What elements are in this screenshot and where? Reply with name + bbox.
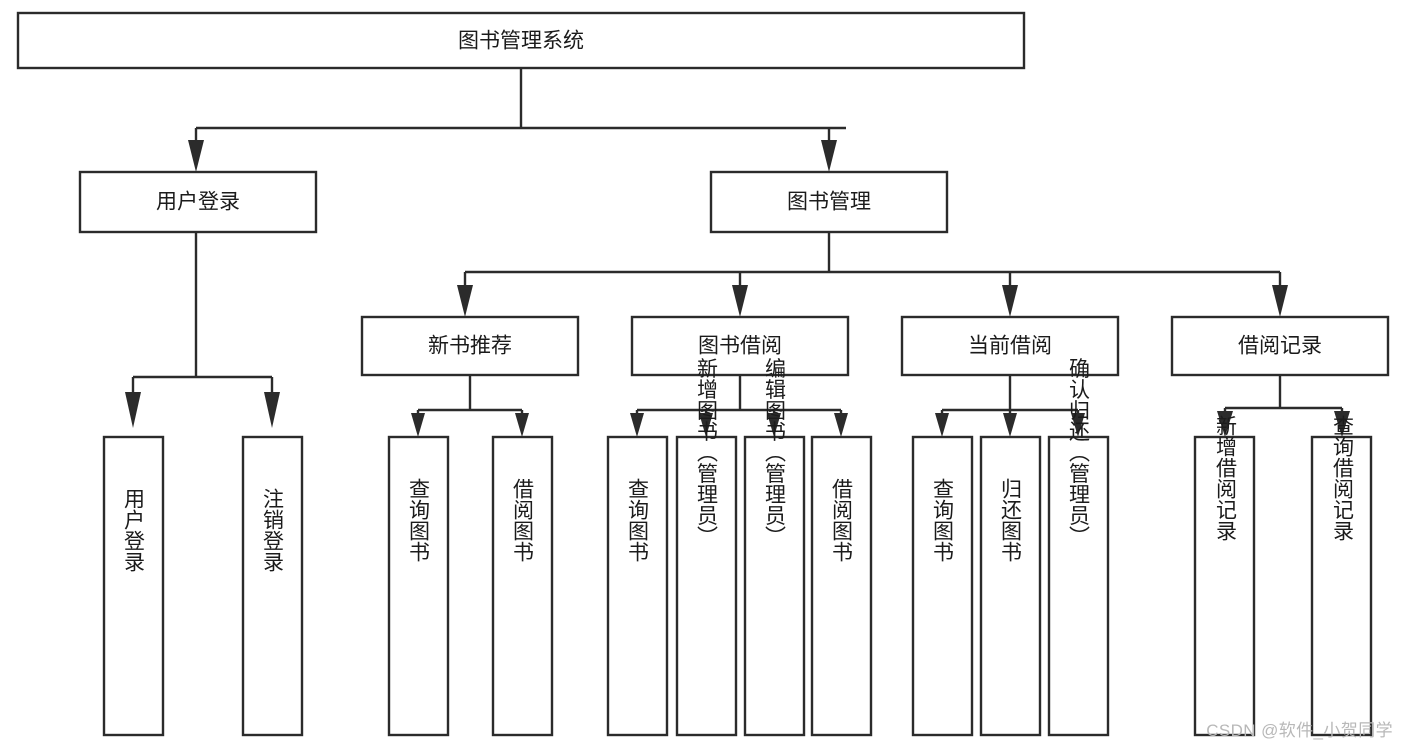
leaf-node-borrow-book-borrow-box[interactable]	[810, 435, 873, 737]
connector-group-book-mgmt	[457, 232, 1288, 317]
connector-group-borrow-record	[1217, 375, 1350, 437]
leaf-node-query-book-current-box[interactable]	[911, 435, 974, 737]
arrow-head-leaf-add-book	[699, 413, 713, 437]
node-borrow-record-label: 借阅记录	[1238, 335, 1322, 358]
leaf-node-edit-book-admin[interactable]: 编辑图书（管理员）	[743, 358, 806, 737]
leaf-node-query-borrow-record-label: 查询借阅记录	[1331, 415, 1355, 541]
leaf-node-logout[interactable]: 注销登录	[241, 435, 304, 737]
leaf-node-borrow-book-borrow[interactable]: 借阅图书	[810, 435, 873, 737]
node-book-management-label: 图书管理	[787, 191, 871, 214]
node-root-system[interactable]: 图书管理系统	[16, 11, 1026, 70]
leaf-node-edit-book-admin-box[interactable]	[743, 435, 806, 737]
connector-group-book-borrow	[630, 375, 848, 437]
leaf-node-user-login-label: 用户登录	[122, 488, 146, 572]
leaf-node-logout-label: 注销登录	[261, 488, 285, 572]
node-book-borrow-label: 图书借阅	[698, 335, 782, 358]
connector-group-new-book	[411, 375, 529, 437]
leaf-node-query-book-recommend-label: 查询图书	[407, 478, 431, 562]
leaf-node-edit-book-admin-label: 编辑图书（管理员）	[763, 358, 787, 547]
leaf-node-query-book-current-label: 查询图书	[931, 478, 955, 562]
leaf-node-add-book-admin-label: 新增图书（管理员）	[695, 358, 719, 547]
leaf-node-borrow-book-recommend-box[interactable]	[491, 435, 554, 737]
leaf-node-return-book-label: 归还图书	[999, 478, 1023, 562]
arrow-head-new-book	[457, 285, 473, 317]
connector-group-current-borrow	[935, 375, 1085, 437]
leaf-node-query-book-current[interactable]: 查询图书	[911, 435, 974, 737]
arrow-head-borrow-record	[1272, 285, 1288, 317]
watermark-text: CSDN @软件_小贺同学	[1206, 721, 1393, 740]
arrow-head-leaf-edit-book	[767, 413, 781, 437]
arrow-head-book-mgmt	[821, 140, 837, 172]
arrow-head-book-borrow	[732, 285, 748, 317]
leaf-node-borrow-book-recommend[interactable]: 借阅图书	[491, 435, 554, 737]
node-current-borrow-box[interactable]	[900, 315, 1120, 377]
arrow-head-user-login	[188, 140, 204, 172]
connector-group-root	[188, 68, 846, 172]
arrow-head-leaf-borrow-book-b	[834, 413, 848, 437]
connector-group-user-login	[125, 232, 280, 428]
leaf-node-user-login[interactable]: 用户登录	[102, 435, 165, 737]
leaf-node-query-borrow-record[interactable]: 查询借阅记录	[1310, 415, 1373, 737]
node-book-management[interactable]: 图书管理	[709, 170, 949, 234]
node-user-login[interactable]: 用户登录	[78, 170, 318, 234]
node-root-system-label: 图书管理系统	[458, 30, 584, 53]
arrow-head-leaf-query-book-b	[630, 413, 644, 437]
node-user-login-label: 用户登录	[156, 191, 240, 214]
node-book-borrow-box[interactable]	[630, 315, 850, 377]
arrow-head-current-borrow	[1002, 285, 1018, 317]
arrow-head-leaf-user-login	[125, 392, 141, 428]
leaf-node-query-book-recommend[interactable]: 查询图书	[387, 435, 450, 737]
leaf-node-return-book[interactable]: 归还图书	[979, 435, 1042, 737]
node-new-book-recommend[interactable]: 新书推荐	[360, 315, 580, 377]
arrow-head-leaf-query-book-a	[411, 413, 425, 437]
leaf-node-query-borrow-record-box[interactable]	[1310, 435, 1373, 737]
leaf-node-user-login-box[interactable]	[102, 435, 165, 737]
leaf-node-confirm-return-admin-box[interactable]	[1047, 435, 1110, 737]
leaf-node-query-book-recommend-box[interactable]	[387, 435, 450, 737]
node-current-borrow[interactable]: 当前借阅	[900, 315, 1120, 377]
arrow-head-leaf-add-record	[1217, 411, 1233, 437]
arrow-head-leaf-return-book	[1003, 413, 1017, 437]
leaf-node-borrow-book-borrow-label: 借阅图书	[830, 478, 854, 562]
leaf-node-add-book-admin[interactable]: 新增图书（管理员）	[675, 358, 738, 737]
node-borrow-record-box[interactable]	[1170, 315, 1390, 377]
leaf-node-borrow-book-recommend-label: 借阅图书	[511, 478, 535, 562]
arrow-head-leaf-borrow-book-a	[515, 413, 529, 437]
leaf-node-add-borrow-record[interactable]: 新增借阅记录	[1193, 415, 1256, 737]
arrow-head-leaf-query-book-c	[935, 413, 949, 437]
leaf-node-query-book-borrow-box[interactable]	[606, 435, 669, 737]
node-root-system-box[interactable]	[16, 11, 1026, 70]
leaf-node-add-borrow-record-box[interactable]	[1193, 435, 1256, 737]
leaf-node-confirm-return-admin[interactable]: 确认归还（管理员）	[1047, 358, 1110, 737]
leaf-node-logout-box[interactable]	[241, 435, 304, 737]
node-book-management-box[interactable]	[709, 170, 949, 234]
arrow-head-leaf-query-record	[1334, 411, 1350, 437]
node-user-login-box[interactable]	[78, 170, 318, 234]
node-new-book-recommend-box[interactable]	[360, 315, 580, 377]
leaf-node-return-book-box[interactable]	[979, 435, 1042, 737]
leaf-node-add-borrow-record-label: 新增借阅记录	[1214, 415, 1238, 541]
node-new-book-recommend-label: 新书推荐	[428, 335, 512, 358]
node-borrow-record[interactable]: 借阅记录	[1170, 315, 1390, 377]
leaf-node-query-book-borrow[interactable]: 查询图书	[606, 435, 669, 737]
leaf-node-query-book-borrow-label: 查询图书	[626, 478, 650, 562]
arrow-head-leaf-confirm-return	[1071, 413, 1085, 437]
arrow-head-leaf-logout	[264, 392, 280, 428]
node-current-borrow-label: 当前借阅	[968, 335, 1052, 358]
node-book-borrow[interactable]: 图书借阅	[630, 315, 850, 377]
leaf-node-confirm-return-admin-label: 确认归还（管理员）	[1067, 358, 1091, 547]
leaf-node-add-book-admin-box[interactable]	[675, 435, 738, 737]
